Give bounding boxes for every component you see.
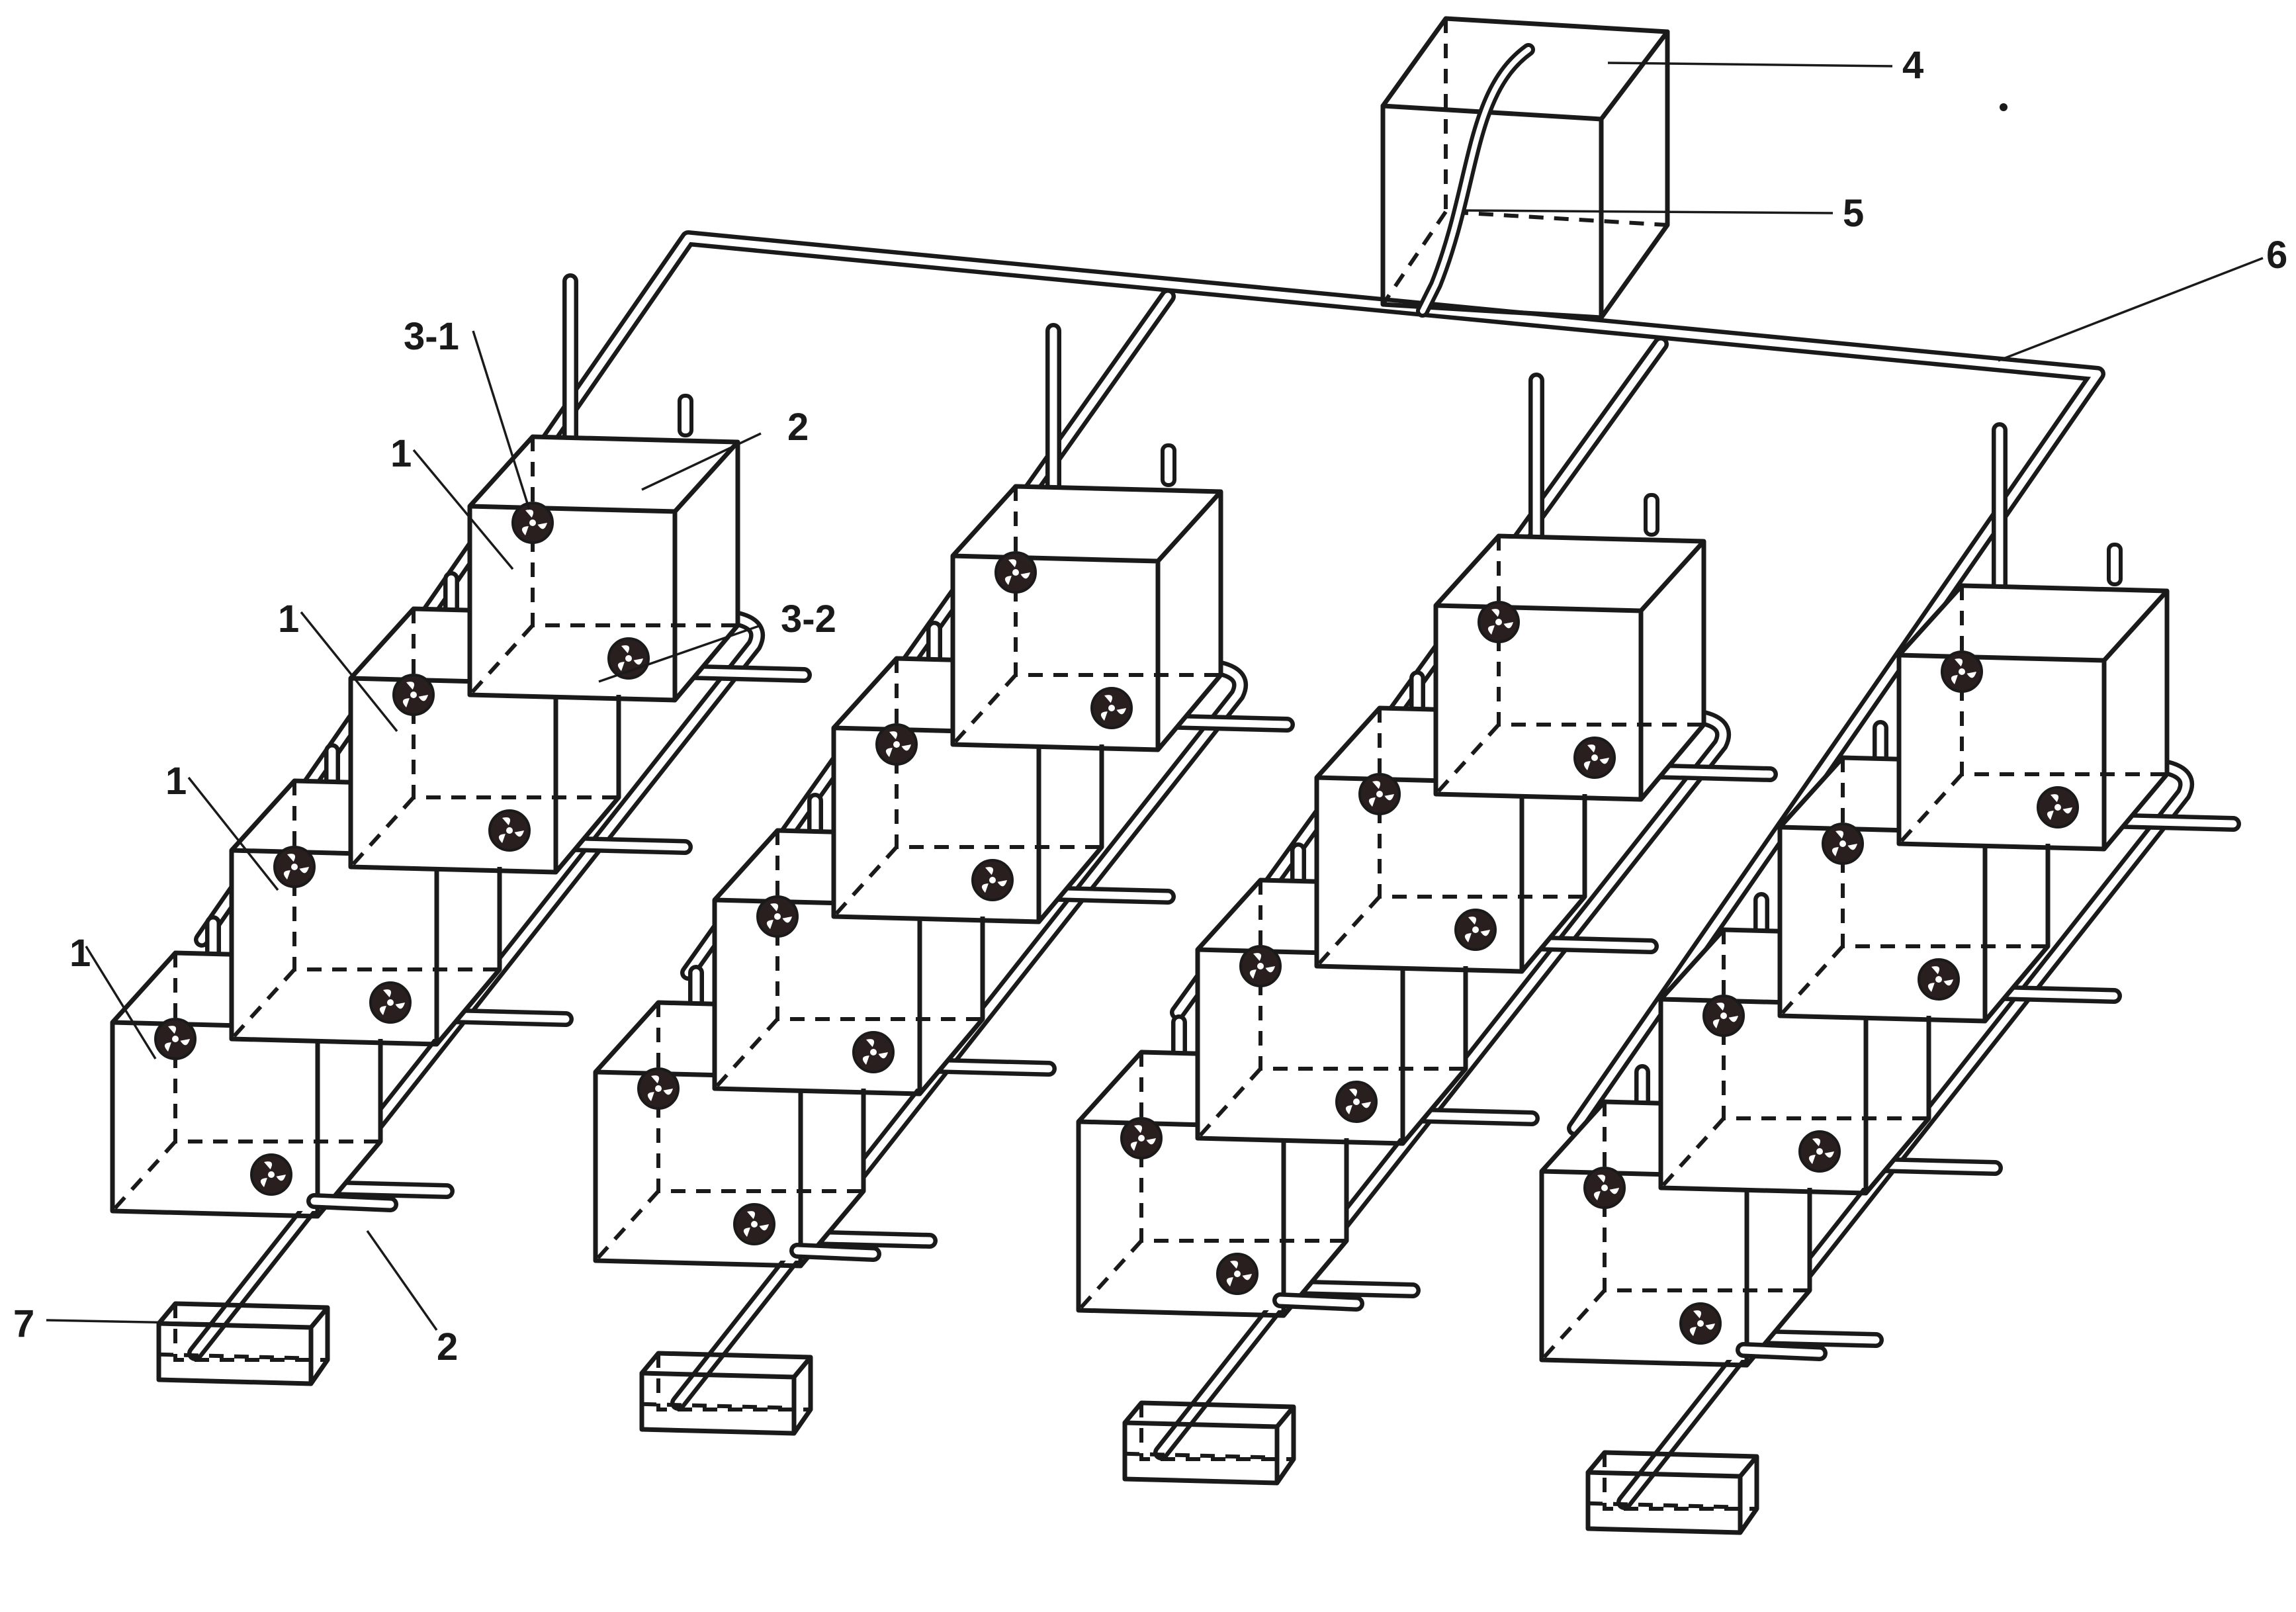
collector-box [1122,1400,1296,1486]
module-rows [110,273,2241,1535]
top-fan-icon [875,723,918,766]
top-fan-icon [756,895,799,938]
label-module-2: 1 [278,598,299,641]
label-module-1: 1 [390,432,412,475]
label-main-pipe: 6 [2266,234,2287,277]
bottom-fan-icon [733,1203,775,1245]
top-fan-icon [1941,650,1983,693]
feed-tube [1416,43,1535,318]
collector-box [639,1351,813,1436]
bottom-fan-icon [1335,1081,1378,1123]
top-fan-icon [511,502,554,544]
top-fan-icon [1583,1167,1626,1209]
bottom-fan-icon [1679,1302,1722,1345]
drain-pipe [1616,760,2194,1510]
labels: 4 5 6 3-1 2 1 3-2 1 1 1 2 7 [13,44,2287,1368]
cultivation-module [1433,493,1706,802]
module-row [1076,373,1778,1486]
bottom-fan-icon [1798,1130,1841,1173]
drain-stub [306,1193,398,1212]
bottom-fan-icon [1918,958,1960,1001]
bottom-fan-icon [971,859,1014,901]
bottom-fan-icon [1573,737,1616,779]
collector-box [1585,1450,1759,1535]
top-fan-icon [1478,601,1520,643]
water-tank [1380,16,1670,320]
drain-pipe [187,611,765,1361]
bottom-fan-icon [250,1153,292,1196]
outlet-pipe [1644,493,1659,537]
label-module-4: 1 [69,932,91,975]
module-row [1539,422,2241,1535]
top-fan-icon [1822,823,1864,865]
drain-stub [789,1243,881,1262]
outlet-pipe [678,394,693,437]
label-bottom-fan: 3-2 [781,598,836,641]
label-top-fan: 3-1 [404,315,459,358]
top-fan-icon [637,1067,680,1110]
bottom-fan-icon [2037,786,2079,828]
label-tank: 4 [1902,44,1923,87]
label-collector: 7 [13,1302,34,1345]
label-outlet-pipe-top: 2 [787,406,809,449]
top-fan-icon [392,674,435,716]
label-feed-tube: 5 [1843,192,1864,235]
top-fan-icon [154,1018,197,1060]
stray-dot [2000,103,2008,111]
drain-pipe [1153,710,1731,1460]
bottom-fan-icon [852,1031,895,1073]
drain-stub [1736,1342,1828,1361]
drain-stub [1272,1292,1364,1312]
top-fan-icon [1358,773,1401,815]
top-fan-icon [273,846,316,888]
top-fan-icon [1702,995,1745,1037]
label-module-3: 1 [165,760,187,803]
collector-box [156,1301,330,1386]
top-fan-icon [1120,1117,1163,1159]
bottom-fan-icon [1454,909,1497,951]
cultivation-module [467,394,740,703]
bottom-fan-icon [1216,1253,1258,1295]
module-row [110,273,812,1386]
leader-lines [46,62,2264,1331]
bottom-fan-icon [1090,687,1133,729]
outlet-pipe [1161,443,1176,487]
cultivation-module [950,443,1223,752]
label-outlet-pipe-bottom: 2 [437,1325,458,1368]
module-row [593,323,1295,1436]
drain-pipe [670,660,1248,1411]
bottom-fan-icon [488,809,531,852]
top-fan-icon [994,551,1037,594]
cultivation-module [1896,543,2170,852]
top-fan-icon [1239,945,1282,987]
outlet-pipe [2107,543,2123,586]
bottom-fan-icon [369,981,412,1024]
